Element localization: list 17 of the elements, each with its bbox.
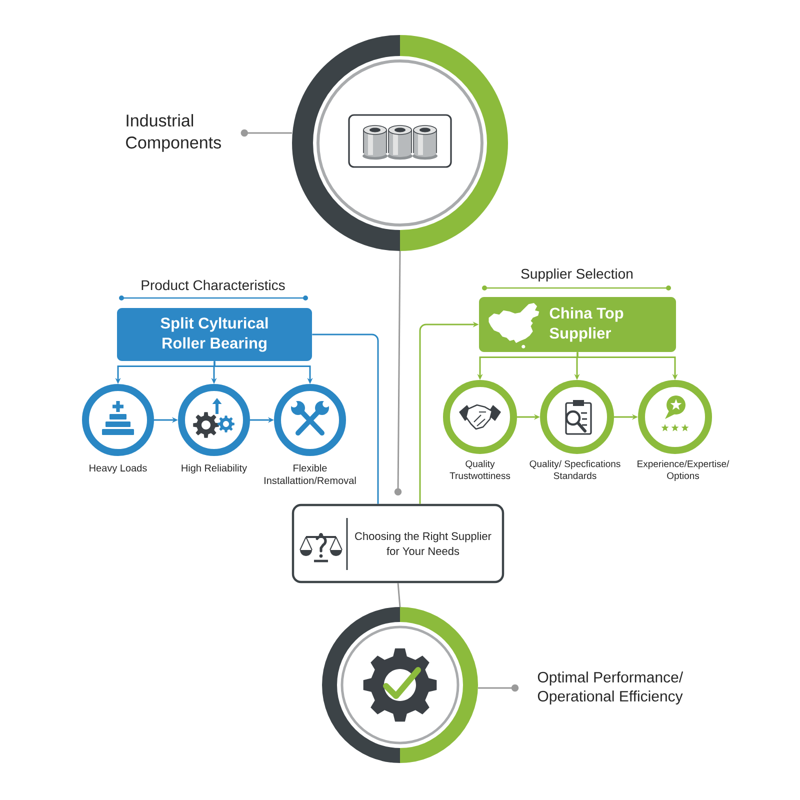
node-label: Heavy Loads xyxy=(90,464,147,474)
title-box: Split Cylturical Roller Bearing xyxy=(117,308,312,361)
section-heading: Supplier Selection xyxy=(521,268,632,282)
leader-line xyxy=(240,129,292,137)
node-label: Experience/Expertise/ Options xyxy=(638,460,730,481)
leader-line xyxy=(478,684,519,692)
section-heading: Product Characteristics xyxy=(142,280,285,290)
node-label: High Reliability xyxy=(182,464,248,474)
connector-line xyxy=(394,251,402,496)
callout-text: Industrial Components xyxy=(126,114,221,152)
node-label: Quality Trustwottiness xyxy=(450,460,510,480)
connector-line xyxy=(397,583,401,608)
process-box: Choosing the Right Supplier for Your Needs xyxy=(292,504,504,584)
callout-text: Optimal Performance/ Operational Efficiency xyxy=(538,672,684,704)
connector-line xyxy=(312,334,379,504)
node-label: Quality/ Specfications Standards xyxy=(530,460,620,480)
node-label: Flexible Installattion/Removal xyxy=(264,464,356,484)
